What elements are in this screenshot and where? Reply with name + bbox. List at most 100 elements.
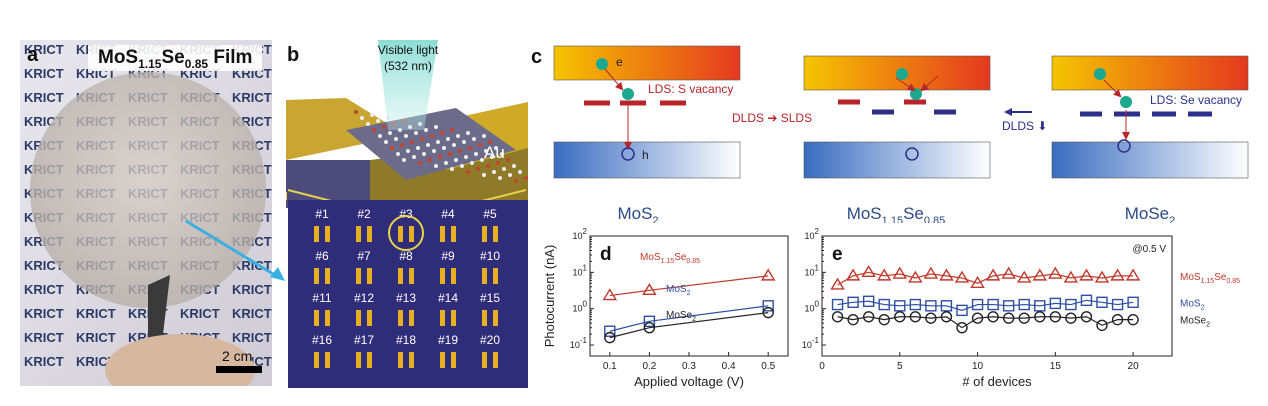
device-electrode — [493, 310, 498, 326]
x-tick-label: 20 — [1128, 361, 1140, 372]
atom — [458, 149, 462, 153]
device-label: #11 — [312, 291, 331, 305]
atom — [444, 161, 448, 165]
atom — [428, 158, 432, 162]
atom — [388, 131, 392, 135]
data-point — [987, 298, 999, 311]
atom — [370, 113, 374, 117]
device-electrode — [356, 226, 361, 242]
atom — [406, 149, 410, 153]
hole-3 — [1117, 139, 1131, 153]
y-tick-label: 100 — [573, 300, 588, 314]
series-label: MoS1.15Se0.85 — [1180, 272, 1240, 285]
valence-band-1 — [553, 141, 741, 179]
device-label: #17 — [354, 333, 374, 347]
wafer-label: KRICT — [232, 306, 272, 321]
device-electrode — [451, 352, 456, 368]
device-electrode — [398, 268, 403, 284]
atom — [452, 143, 456, 147]
atom — [410, 140, 414, 144]
data-point — [894, 311, 906, 323]
device-label: #9 — [441, 249, 455, 263]
y-tick-label: 102 — [805, 228, 820, 241]
atom — [384, 140, 388, 144]
atom — [372, 128, 376, 132]
device-electrode — [367, 352, 372, 368]
data-point — [1034, 300, 1046, 312]
y-tick-label: 101 — [573, 263, 588, 277]
wafer-label: KRICT — [24, 258, 64, 273]
atom — [460, 164, 464, 168]
atom — [354, 110, 358, 114]
device-electrode — [356, 268, 361, 284]
atom — [462, 140, 466, 144]
data-point — [847, 296, 859, 309]
atom — [418, 161, 422, 165]
y-tick-label: 101 — [805, 263, 820, 277]
data-point — [909, 311, 922, 323]
data-point — [1002, 300, 1015, 312]
device-label: #5 — [483, 207, 497, 221]
data-point — [1049, 297, 1062, 310]
hole-label: h — [642, 148, 649, 162]
data-point — [940, 300, 953, 312]
device-label: #16 — [312, 333, 332, 347]
light-label-1: Visible light — [378, 43, 439, 57]
atom — [512, 164, 516, 168]
device-electrode — [451, 268, 456, 284]
x-tick-label: 0.1 — [603, 361, 617, 372]
data-point — [925, 312, 937, 324]
atom — [502, 167, 506, 171]
atom — [434, 125, 438, 129]
light-label-2: (532 nm) — [384, 59, 432, 73]
data-point — [1018, 298, 1030, 311]
data-point — [1048, 266, 1063, 279]
atom — [412, 155, 416, 159]
series-label: MoS1.15Se0.85 — [640, 252, 700, 265]
device-electrode — [440, 352, 445, 368]
data-point — [1111, 313, 1124, 326]
data-point — [1016, 270, 1032, 283]
data-point — [604, 325, 616, 337]
panel-c-label: c — [531, 46, 543, 68]
atom — [366, 122, 370, 126]
atom — [454, 158, 458, 162]
data-point — [845, 268, 861, 281]
data-point — [1034, 311, 1046, 323]
electron-2a — [896, 68, 908, 80]
data-point — [956, 322, 968, 334]
material-mose2: MoSe2 — [1125, 204, 1176, 223]
data-point — [878, 298, 890, 311]
atom — [480, 158, 484, 162]
x-tick-label: 0 — [819, 361, 825, 372]
data-point — [847, 313, 859, 326]
device-electrode — [367, 268, 372, 284]
valence-band-3 — [1051, 141, 1249, 179]
data-point — [760, 268, 776, 281]
atom — [424, 128, 428, 132]
data-point — [1018, 312, 1030, 324]
data-point — [762, 306, 774, 319]
data-point — [1080, 311, 1093, 323]
device-label: #2 — [357, 207, 371, 221]
device-label: #20 — [480, 333, 500, 347]
data-point — [762, 300, 774, 312]
data-point — [1065, 312, 1077, 324]
series-label: MoS2 — [666, 284, 691, 297]
wafer-label: KRICT — [232, 258, 272, 273]
device-label: #18 — [396, 333, 416, 347]
device-electrode — [451, 226, 456, 242]
device-electrode — [440, 310, 445, 326]
highlight-circle — [388, 215, 424, 251]
electron-1a — [596, 58, 608, 70]
device-electrode — [482, 310, 487, 326]
data-point — [876, 268, 892, 281]
device-electrode — [325, 226, 330, 242]
valence-band-2 — [803, 141, 991, 179]
atom — [438, 155, 442, 159]
wafer-label: KRICT — [180, 306, 220, 321]
data-point — [894, 300, 906, 312]
series-label: MoS2 — [1180, 298, 1205, 311]
data-point — [1096, 319, 1108, 331]
